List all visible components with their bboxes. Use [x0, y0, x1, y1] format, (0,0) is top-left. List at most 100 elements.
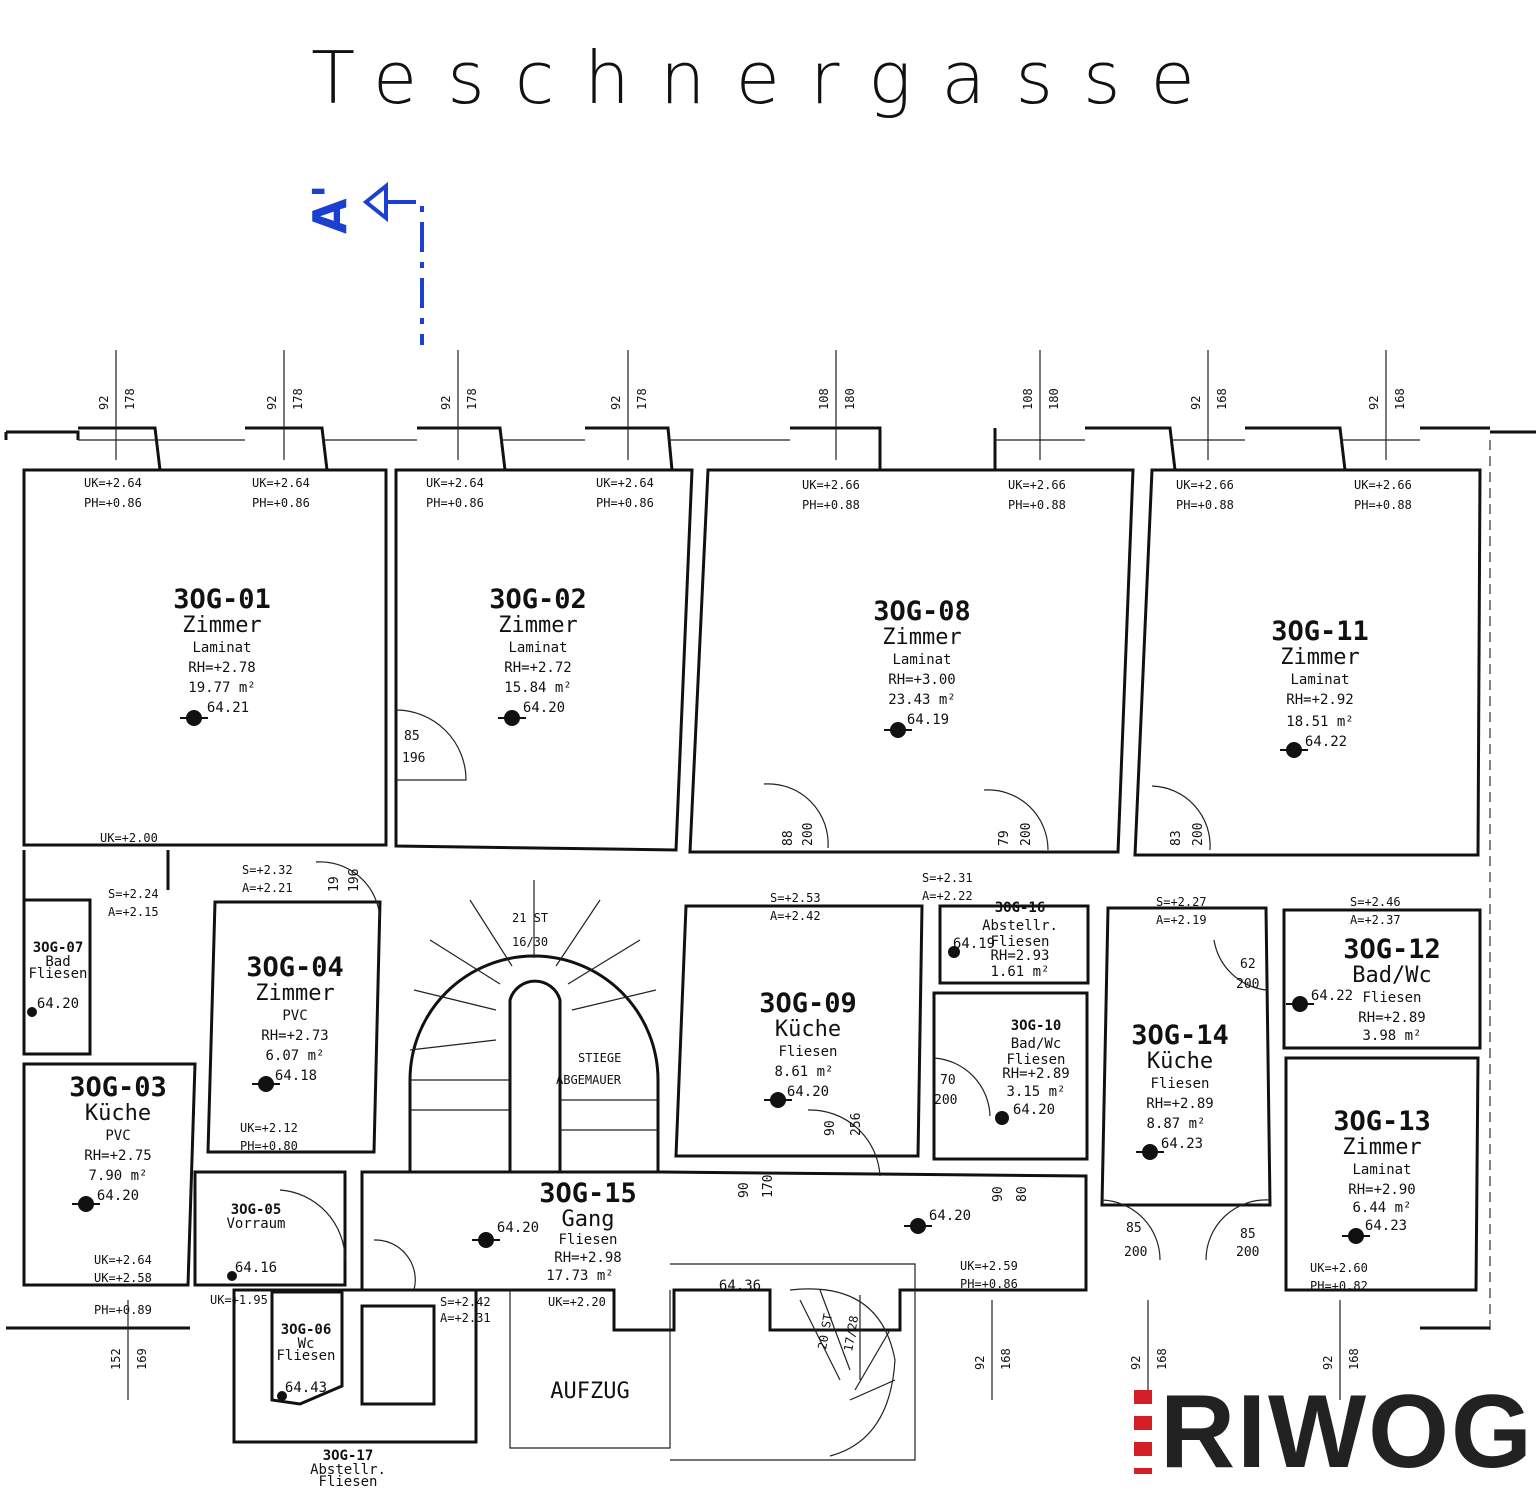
- section-marker-label: A': [303, 184, 357, 234]
- level-marker-icon: [498, 710, 526, 726]
- svg-text:PH=+0.82: PH=+0.82: [1310, 1279, 1368, 1293]
- corridor-level: 64.20: [929, 1208, 971, 1224]
- svg-text:PH=+0.86: PH=+0.86: [426, 496, 484, 510]
- svg-text:Laminat: Laminat: [1352, 1162, 1411, 1178]
- svg-text:3OG-09: 3OG-09: [759, 988, 857, 1019]
- level-marker-icon: [764, 1092, 792, 1108]
- svg-text:3OG-07: 3OG-07: [33, 940, 84, 956]
- svg-text:3OG-05: 3OG-05: [231, 1202, 282, 1218]
- stair2-ratio: 17/28: [841, 1315, 861, 1353]
- svg-text:Zimmer: Zimmer: [255, 981, 334, 1006]
- svg-text:85: 85: [404, 729, 420, 744]
- svg-text:Fliesen: Fliesen: [28, 966, 87, 982]
- stair-note-2: ABGEMAUER: [556, 1073, 622, 1087]
- svg-text:Zimmer: Zimmer: [498, 613, 577, 638]
- svg-text:200: 200: [801, 823, 816, 846]
- svg-text:RH=+2.72: RH=+2.72: [504, 660, 571, 676]
- level-marker-icon: [472, 1232, 500, 1248]
- svg-text:3OG-10: 3OG-10: [1011, 1018, 1062, 1034]
- svg-text:92: 92: [265, 396, 279, 410]
- svg-text:15.84 m²: 15.84 m²: [504, 680, 571, 696]
- level-marker-icon: [884, 722, 912, 738]
- svg-text:64.20: 64.20: [1013, 1102, 1055, 1118]
- svg-text:A=+2.42: A=+2.42: [770, 909, 821, 923]
- svg-text:PH=+0.88: PH=+0.88: [1354, 498, 1412, 512]
- level-marker-icon: [180, 710, 208, 726]
- svg-text:RH=2.93: RH=2.93: [990, 948, 1049, 964]
- room-3og-07: 3OG-07 Bad Fliesen 64.20: [27, 940, 88, 1017]
- svg-text:RH=+2.90: RH=+2.90: [1348, 1182, 1415, 1198]
- svg-text:196: 196: [347, 869, 362, 892]
- svg-text:178: 178: [291, 388, 305, 410]
- svg-text:8.87 m²: 8.87 m²: [1146, 1116, 1205, 1132]
- svg-text:RH=+3.00: RH=+3.00: [888, 672, 955, 688]
- svg-text:180: 180: [1047, 388, 1061, 410]
- svg-text:64.19: 64.19: [953, 936, 995, 952]
- svg-text:62: 62: [1240, 957, 1256, 972]
- svg-text:A=+2.21: A=+2.21: [242, 881, 293, 895]
- svg-text:70: 70: [940, 1073, 956, 1088]
- svg-text:A=+2.22: A=+2.22: [922, 889, 973, 903]
- svg-text:Fliesen: Fliesen: [778, 1044, 837, 1060]
- svg-text:79: 79: [997, 830, 1012, 846]
- room-3og-15: 3OG-15 Gang Fliesen RH=+2.98 17.73 m² 64…: [472, 1178, 971, 1284]
- svg-text:UK=+2.20: UK=+2.20: [548, 1295, 606, 1309]
- svg-text:Zimmer: Zimmer: [1280, 645, 1359, 670]
- svg-text:3OG-04: 3OG-04: [246, 952, 344, 983]
- svg-text:170: 170: [761, 1175, 776, 1198]
- level-marker-icon: [948, 946, 960, 958]
- svg-text:UK=+2.64: UK=+2.64: [596, 476, 654, 490]
- svg-text:S=+2.42: S=+2.42: [440, 1295, 491, 1309]
- svg-text:200: 200: [1019, 823, 1034, 846]
- svg-text:UK=+2.58: UK=+2.58: [94, 1271, 152, 1285]
- svg-text:UK=+1.95: UK=+1.95: [210, 1293, 268, 1307]
- svg-text:Küche: Küche: [775, 1017, 841, 1042]
- svg-text:RH=+2.75: RH=+2.75: [84, 1148, 151, 1164]
- room-3og-04: 3OG-04 Zimmer PVC RH=+2.73 6.07 m² 64.18: [246, 952, 344, 1092]
- svg-text:92: 92: [973, 1356, 987, 1370]
- svg-text:PVC: PVC: [105, 1128, 130, 1144]
- svg-text:RH=+2.98: RH=+2.98: [554, 1250, 621, 1266]
- svg-text:Fliesen: Fliesen: [318, 1474, 377, 1490]
- svg-text:Abstellr.: Abstellr.: [982, 918, 1058, 934]
- svg-text:PH=+0.88: PH=+0.88: [1176, 498, 1234, 512]
- svg-text:UK=+2.64: UK=+2.64: [426, 476, 484, 490]
- svg-text:Bad: Bad: [45, 954, 70, 970]
- svg-text:Fliesen: Fliesen: [276, 1348, 335, 1364]
- svg-text:3.98 m²: 3.98 m²: [1362, 1028, 1421, 1044]
- svg-text:Fliesen: Fliesen: [990, 934, 1049, 950]
- svg-text:168: 168: [1393, 388, 1407, 410]
- svg-text:Laminat: Laminat: [192, 640, 251, 656]
- svg-text:Fliesen: Fliesen: [1006, 1052, 1065, 1068]
- room-3og-09: 3OG-09 Küche Fliesen 8.61 m² 64.20: [759, 988, 857, 1108]
- svg-text:Wc: Wc: [298, 1336, 315, 1352]
- svg-text:92: 92: [609, 396, 623, 410]
- stair-steps: 21 ST: [512, 911, 548, 925]
- svg-text:196: 196: [402, 751, 425, 766]
- room-3og-14: 3OG-14 Küche Fliesen RH=+2.89 8.87 m² 64…: [1131, 1020, 1229, 1160]
- svg-text:PH=+0.88: PH=+0.88: [802, 498, 860, 512]
- svg-text:168: 168: [1155, 1348, 1169, 1370]
- door-swings: [279, 709, 1271, 1291]
- svg-text:200: 200: [1236, 1245, 1259, 1260]
- svg-text:64.22: 64.22: [1305, 734, 1347, 750]
- svg-text:19: 19: [327, 876, 342, 892]
- svg-text:A=+2.15: A=+2.15: [108, 905, 159, 919]
- riwog-logo: RIWOG: [1160, 1374, 1534, 1490]
- door-dimension-labels: 85 196 88 200 79 200 83 200 62 200 70 20…: [327, 729, 1259, 1260]
- stair2-steps: 20 ST: [815, 1313, 835, 1351]
- svg-text:90: 90: [991, 1186, 1006, 1202]
- svg-text:Gang: Gang: [562, 1207, 615, 1232]
- svg-text:A=+2.19: A=+2.19: [1156, 913, 1207, 927]
- svg-text:UK=+2.66: UK=+2.66: [802, 478, 860, 492]
- svg-text:178: 178: [123, 388, 137, 410]
- svg-text:200: 200: [1124, 1245, 1147, 1260]
- room-3og-11: 3OG-11 Zimmer Laminat RH=+2.92 18.51 m² …: [1271, 616, 1369, 758]
- svg-text:85: 85: [1240, 1227, 1256, 1242]
- svg-text:169: 169: [135, 1348, 149, 1370]
- room-3og-03: 3OG-03 Küche PVC RH=+2.75 7.90 m² 64.20: [69, 1072, 167, 1212]
- window-dimensions: [115, 350, 1387, 460]
- svg-text:Zimmer: Zimmer: [1342, 1135, 1421, 1160]
- svg-text:64.16: 64.16: [235, 1260, 277, 1276]
- svg-text:64.19: 64.19: [907, 712, 949, 728]
